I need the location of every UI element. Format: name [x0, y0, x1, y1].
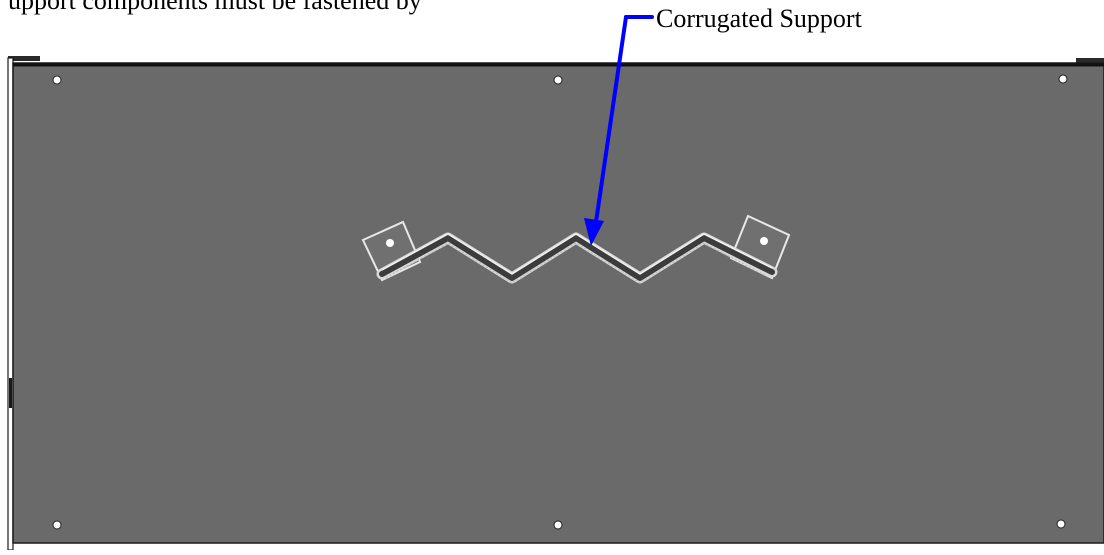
mounting-holes [52, 74, 1068, 530]
mounting-hole [553, 520, 563, 530]
mounting-hole [1058, 74, 1068, 84]
support-profile-core [379, 235, 775, 281]
mounting-hole [52, 75, 62, 85]
callout-arrowhead [584, 218, 604, 246]
mounting-hole [1056, 519, 1066, 529]
partial-instruction-text: upport components must be fastened by [8, 0, 422, 15]
support-left-tab-hole [386, 239, 394, 247]
callout-label: Corrugated Support [656, 4, 862, 33]
callout-leader-shaft [594, 15, 628, 224]
callout-arrow [584, 15, 654, 246]
support-right-tab-hole [760, 237, 768, 245]
right-flange [1076, 58, 1104, 63]
mounting-hole [553, 75, 563, 85]
support-profile-highlight [381, 233, 773, 275]
mounting-hole [52, 520, 62, 530]
panel-surface [12, 62, 1104, 544]
corrugated-support [361, 214, 791, 284]
support-profile-hatch [385, 242, 769, 284]
